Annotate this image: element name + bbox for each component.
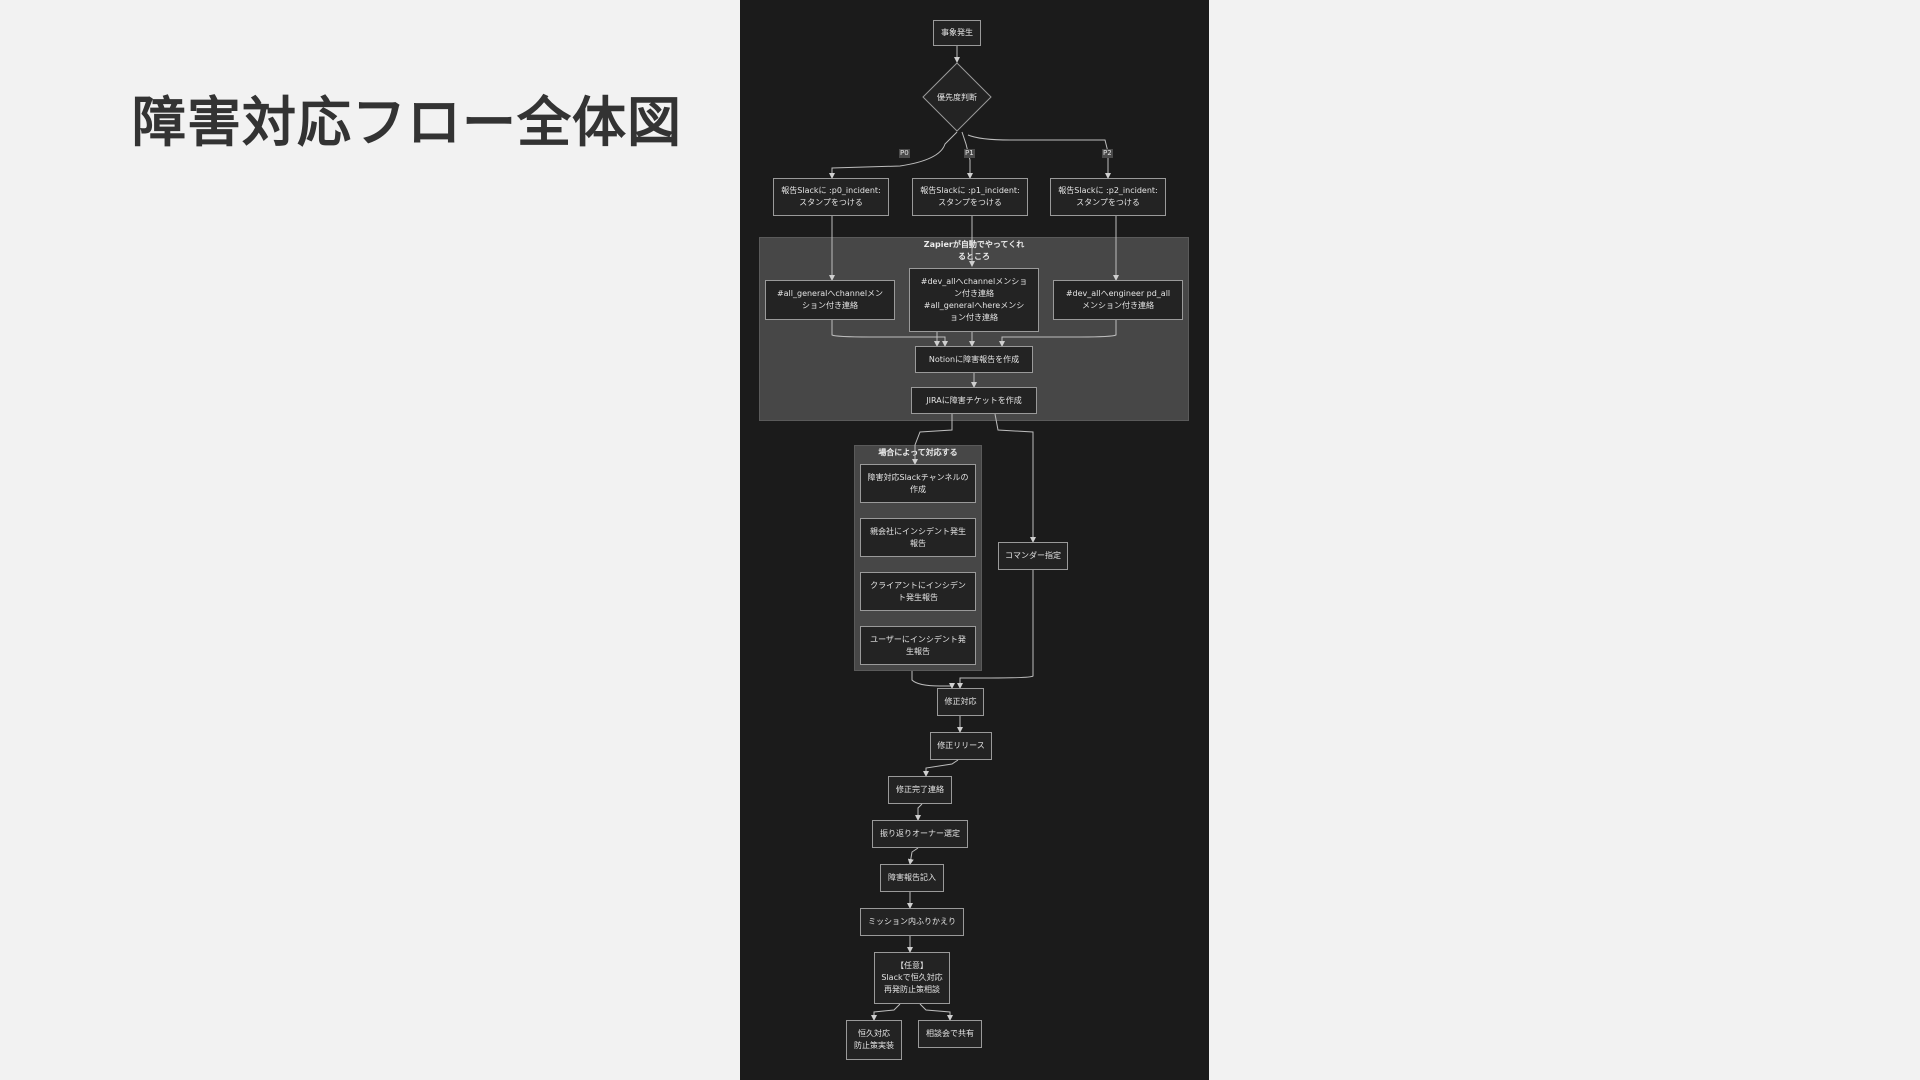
node-notion-report: Notionに障害報告を作成: [915, 346, 1033, 373]
node-devall-engineer-mention: #dev_allへengineer pd_all メンション付き連絡: [1053, 280, 1183, 320]
node-general-channel-mention: #all_generalへchannelメン ション付き連絡: [765, 280, 895, 320]
node-share-meeting: 相談会で共有: [918, 1020, 982, 1048]
node-devall-channel-mention: #dev_allへchannelメンショ ン付き連絡 #all_generalへ…: [909, 268, 1039, 332]
node-incident-occurred: 事象発生: [933, 20, 981, 46]
edge-optional-permanent: [871, 1003, 901, 1021]
node-fix: 修正対応: [937, 688, 984, 716]
node-permanent-fix: 恒久対応 防止策実装: [846, 1020, 902, 1060]
node-stamp-p1: 報告Slackに :p1_incident: スタンプをつける: [912, 178, 1028, 216]
node-mission-retro: ミッション内ふりかえり: [860, 908, 964, 936]
edge-engineer-notion: [999, 320, 1117, 347]
edge-label-p0: P0: [899, 149, 910, 158]
case-group-label: 場合によって対応する: [878, 448, 958, 457]
edge-label-p1: P1: [964, 149, 975, 158]
edge-case-fix: [911, 671, 955, 689]
node-incident-report: 障害報告記入: [880, 864, 944, 892]
edge-release-complete: [923, 759, 959, 777]
edge-decision-p0: [829, 131, 958, 179]
node-optional-consult: 【任意】 Slackで恒久対応 再発防止策相談: [874, 952, 950, 1004]
page-title: 障害対応フロー全体図: [132, 91, 682, 154]
node-retro-owner: 振り返りオーナー選定: [872, 820, 968, 848]
node-commander: コマンダー指定: [998, 542, 1068, 570]
edge-commander-fix: [957, 570, 1034, 689]
edge-complete-owner: [915, 803, 923, 821]
node-priority-decision: 優先度判断: [922, 62, 992, 132]
priority-decision-label: 優先度判断: [937, 92, 977, 102]
node-fix-complete: 修正完了連絡: [888, 776, 952, 804]
edge-jira-commander: [994, 413, 1036, 543]
node-stamp-p0: 報告Slackに :p0_incident: スタンプをつける: [773, 178, 889, 216]
edge-optional-share: [919, 1003, 953, 1021]
node-jira-ticket: JIRAに障害チケットを作成: [911, 387, 1037, 414]
edge-decision-p2: [967, 134, 1111, 179]
edge-owner-report: [907, 847, 919, 865]
node-case-parent-company: 親会社にインシデント発生 報告: [860, 518, 976, 557]
edge-general-notion: [831, 320, 948, 347]
flow-edges: [829, 46, 1119, 1021]
node-fix-release: 修正リリース: [930, 732, 992, 760]
node-stamp-p2: 報告Slackに :p2_incident: スタンプをつける: [1050, 178, 1166, 216]
flowchart: Zapierが自動でやってくれ るところ 場合によって対応する: [740, 0, 1209, 1080]
edge-label-p2: P2: [1102, 149, 1113, 158]
node-case-client: クライアントにインシデン ト発生報告: [860, 572, 976, 611]
node-case-slack-channel: 障害対応Slackチャンネルの 作成: [860, 464, 976, 503]
zapier-group-label: Zapierが自動でやってくれ るところ: [923, 240, 1025, 261]
node-case-user: ユーザーにインシデント発 生報告: [860, 626, 976, 665]
edge-jira-case: [912, 414, 953, 465]
